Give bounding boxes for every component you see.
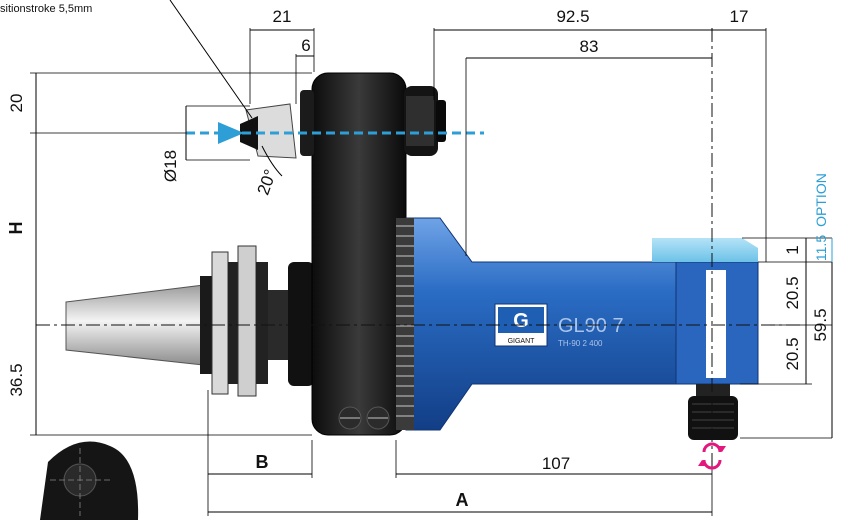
rotation-arrows-icon <box>698 442 726 470</box>
brand-plate: G GIGANT GL90 7 TH-90 2 400 <box>494 303 624 348</box>
dim-21: 21 <box>273 7 292 26</box>
dim-83: 83 <box>580 37 599 56</box>
dim-107: 107 <box>542 454 570 473</box>
dim-diameter-18: Ø18 <box>161 150 180 182</box>
logo-letter: G <box>513 310 529 332</box>
collar <box>288 262 314 386</box>
black-housing <box>300 72 407 436</box>
dim-6: 6 <box>301 36 310 55</box>
bottom-nut <box>688 384 738 440</box>
annotation-text: sitionstroke 5,5mm <box>0 3 92 15</box>
annotation-leader <box>169 0 253 119</box>
option-block <box>652 238 758 262</box>
right-dimensions: 1 11.5 OPTION 20.5 20.5 59.5 <box>740 173 833 439</box>
model-text: GL90 7 <box>558 315 624 337</box>
flange-pulleys <box>211 245 288 397</box>
dim-59-5: 59.5 <box>811 308 830 341</box>
dim-b: B <box>256 452 269 472</box>
spindle-head <box>404 86 446 156</box>
dim-angle-20: 20° <box>254 167 281 198</box>
dim-1: 1 <box>783 245 802 254</box>
top-dimensions: 21 6 92.5 83 17 <box>249 7 767 262</box>
model-subtext: TH-90 2 400 <box>558 339 603 348</box>
dim-92-5: 92.5 <box>556 7 589 26</box>
arrow-right-icon <box>218 122 244 144</box>
secondary-view <box>40 441 139 520</box>
dim-20: 20 <box>7 94 26 113</box>
dim-20-5-top: 20.5 <box>783 276 802 309</box>
dim-36-5: 36.5 <box>7 363 26 396</box>
option-label: OPTION <box>813 173 829 227</box>
dim-a: A <box>456 490 469 510</box>
dim-20-5-bottom: 20.5 <box>783 337 802 370</box>
blue-body <box>396 217 759 431</box>
dim-h: H <box>6 222 26 235</box>
dim-17: 17 <box>730 7 749 26</box>
dim-11-5: 11.5 <box>813 235 829 261</box>
bottom-dimensions: B 107 A <box>207 390 713 516</box>
brand-name: GIGANT <box>508 338 536 345</box>
